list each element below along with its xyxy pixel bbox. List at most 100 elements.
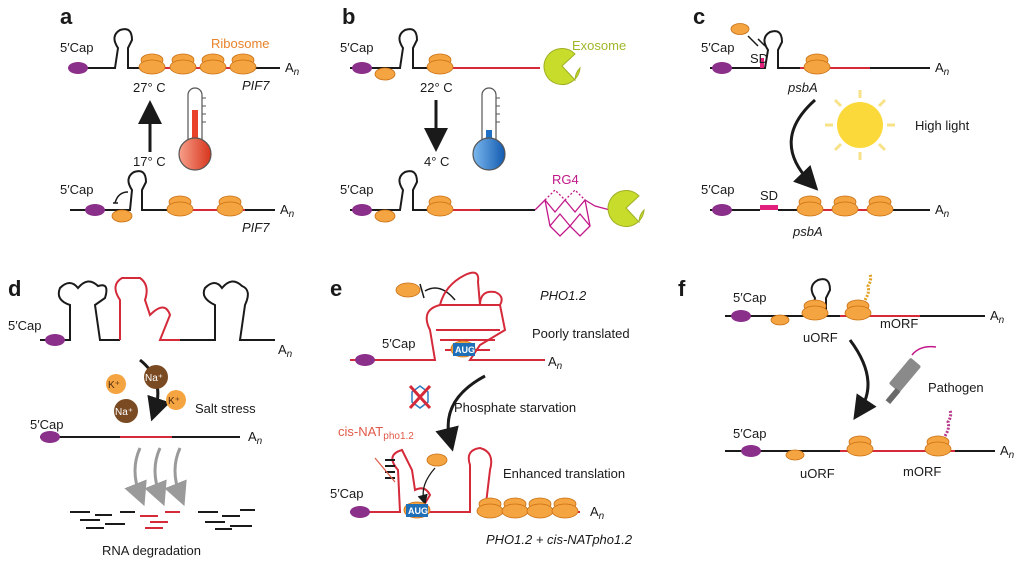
degradation-arrow [124,447,147,507]
ribosome-icon [801,299,829,321]
exosome-label: Exosome [572,38,626,53]
recruit-arrow [417,467,436,506]
ribosome-subunit-icon [426,453,448,467]
cap-label: 5′Cap [340,40,374,55]
ribosome-icon [924,435,952,457]
phosphate-starvation-label: Phosphate starvation [454,400,576,415]
ion-label: K⁺ [108,380,120,391]
gene-label: PIF7 [242,220,270,235]
sd-box [760,58,764,68]
polya-label: An [280,202,295,220]
cap-icon [45,334,65,346]
block-icon [747,35,759,47]
no-phosphate-icon [408,384,432,410]
panel-letter-b: b [342,4,355,29]
cap-label: 5′Cap [60,40,94,55]
ion-label: Na⁺ [145,373,163,384]
cap-icon [352,204,372,216]
peptide-chain-icon [863,273,873,301]
cap-label: 5′Cap [701,182,735,197]
ribosome-icon [551,497,579,519]
cap-icon [350,506,370,518]
ribosome-icon [796,195,824,217]
ion-label: K⁺ [168,396,180,407]
gene-label: PHO1.2 [540,288,587,303]
mrna-d-top-5utr [40,280,120,341]
ribosome-icon [803,53,831,75]
polya-label: An [990,308,1005,326]
block-icon [114,191,129,204]
ribosome-label: Ribosome [211,36,270,51]
cap-label: 5′Cap [8,318,42,333]
high-light-label: High light [915,118,970,133]
ribosome-subunit-icon [111,209,133,223]
polya-label: An [248,429,263,447]
ion-label: Na⁺ [115,407,133,418]
thermometer-cold-icon [472,87,506,171]
ribosome-icon [846,435,874,457]
ribosome-icon [166,195,194,217]
aug-box [453,343,475,356]
cap-label: 5′Cap [701,40,735,55]
panel-letter-f: f [678,276,686,301]
mrna-a-top-5utr [70,28,145,69]
aug-box [406,504,428,517]
ribosome-subunit-icon [730,23,750,35]
panel-d: d 5′Cap An K⁺ Na⁺ Na⁺ K⁺ Salt stress 5′C… [8,276,293,558]
sd-label: SD [750,51,768,66]
polya-label: An [590,504,605,522]
panel-letter-c: c [693,4,705,29]
light-arrow [789,98,819,191]
morf-label: mORF [880,316,918,331]
sd-box [760,205,778,210]
mrna-f-top-5utr [725,278,840,317]
panel-a: a 5′Cap Ribosome PIF7 An 27° C 17° C 5′C… [60,4,300,235]
cap-label: 5′Cap [60,182,94,197]
ribosome-icon [476,497,504,519]
sd-label: SD [760,188,778,203]
uorf-label: uORF [800,466,835,481]
aug-label: AUG [455,345,475,355]
rg4-quadruplex-icon [534,189,611,237]
ribosome-icon [831,195,859,217]
ribosome-icon [866,195,894,217]
aug-label: AUG [408,506,428,516]
rna-degradation-label: RNA degradation [102,543,201,558]
potassium-ion-icon [106,374,126,394]
morf-label: mORF [903,464,941,479]
panel-f: f 5′Cap uORF mORF An Pathogen 5′Cap uORF… [678,273,1015,481]
sodium-ion-icon [144,365,168,389]
potassium-ion-icon [166,390,186,410]
cap-icon [731,310,751,322]
structured-mrna-top [350,271,545,361]
ribosome-icon [229,53,257,75]
exosome-icon [607,190,645,227]
ribosome-icon [426,53,454,75]
ribosome-subunit-icon [785,449,805,461]
cap-icon [85,204,105,216]
mrna-d-top-cds [114,277,180,341]
gene-label: PIF7 [242,78,270,93]
mrna-d-top-3utr [180,280,275,341]
peptide-chain-icon [943,409,953,437]
panel-letter-a: a [60,4,73,29]
panel-b: b 5′Cap Exosome 22° C 4° C 5′Cap [340,4,645,237]
temp-high-label: 27° C [133,80,166,95]
mrna-c-top-5utr [710,30,800,69]
ribosome-icon [216,195,244,217]
poorly-translated-label: Poorly translated [532,326,630,341]
enhanced-translation-label: Enhanced translation [503,466,625,481]
pathogen-label: Pathogen [928,380,984,395]
temp-low-label: 4° C [424,154,449,169]
salt-stress-label: Salt stress [195,401,256,416]
starvation-arrow [435,374,486,452]
degradation-arrow [164,447,187,507]
rg4-label: RG4 [552,172,579,187]
cap-label: 5′Cap [330,486,364,501]
cap-icon [712,62,732,74]
panel-letter-e: e [330,276,342,301]
cap-icon [355,354,375,366]
ribosome-icon [138,53,166,75]
ribosome-icon [501,497,529,519]
cis-nat-label: cis-NATpho1.2 [338,424,414,442]
